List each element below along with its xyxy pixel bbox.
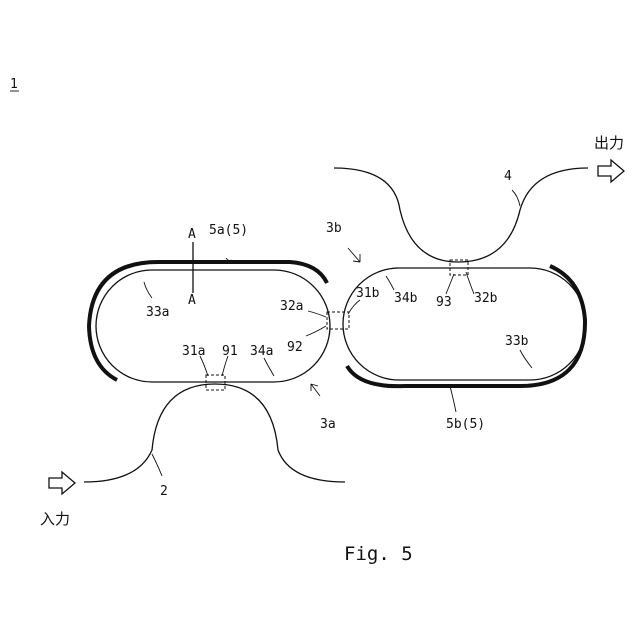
leader-33b — [520, 350, 532, 368]
leader-4 — [512, 190, 520, 206]
label-a-bottom: A — [188, 293, 196, 308]
label-91: 91 — [222, 344, 238, 359]
output-arrow-icon — [598, 160, 624, 182]
label-93: 93 — [436, 295, 452, 310]
label-32b: 32b — [474, 291, 498, 306]
label-3b: 3b — [326, 221, 342, 236]
label-33b: 33b — [505, 334, 529, 349]
label-32a: 32a — [280, 299, 303, 314]
label-3a: 3a — [320, 417, 336, 432]
label-5a: 5a(5) — [209, 223, 248, 238]
heater-5a — [89, 262, 327, 380]
label-5b: 5b(5) — [446, 417, 485, 432]
leader-91 — [222, 356, 228, 376]
leader-92 — [306, 326, 326, 336]
label-31b: 31b — [356, 286, 380, 301]
leader-34b — [386, 276, 394, 290]
arrow-3a-icon — [311, 384, 320, 396]
heater-5b — [347, 266, 585, 386]
leader-32a — [308, 311, 326, 317]
device-ref-label: 1 — [10, 77, 18, 92]
ring-resonator-3b — [343, 268, 586, 380]
label-34a: 34a — [250, 344, 273, 359]
leader-2 — [152, 454, 162, 476]
leader-31b — [348, 300, 360, 314]
label-4: 4 — [504, 169, 512, 184]
label-33a: 33a — [146, 305, 169, 320]
input-waveguide-2 — [84, 384, 345, 482]
ring-resonator-3a — [96, 270, 330, 382]
leader-34a — [264, 358, 274, 376]
arrow-3b-icon — [348, 248, 360, 262]
label-a-top: A — [188, 227, 196, 242]
output-label: 出力 — [594, 134, 624, 152]
input-arrow-icon — [49, 472, 75, 494]
leader-33a — [144, 282, 152, 298]
leader-32b — [466, 272, 474, 294]
input-label: 入力 — [40, 510, 70, 528]
label-31a: 31a — [182, 344, 205, 359]
output-waveguide-4 — [334, 168, 588, 262]
label-92: 92 — [287, 340, 303, 355]
figure-caption: Fig. 5 — [344, 543, 413, 565]
label-2: 2 — [160, 484, 168, 499]
leader-93 — [446, 274, 454, 294]
label-34b: 34b — [394, 291, 418, 306]
leader-31a — [200, 356, 208, 376]
leader-5b — [450, 386, 456, 412]
